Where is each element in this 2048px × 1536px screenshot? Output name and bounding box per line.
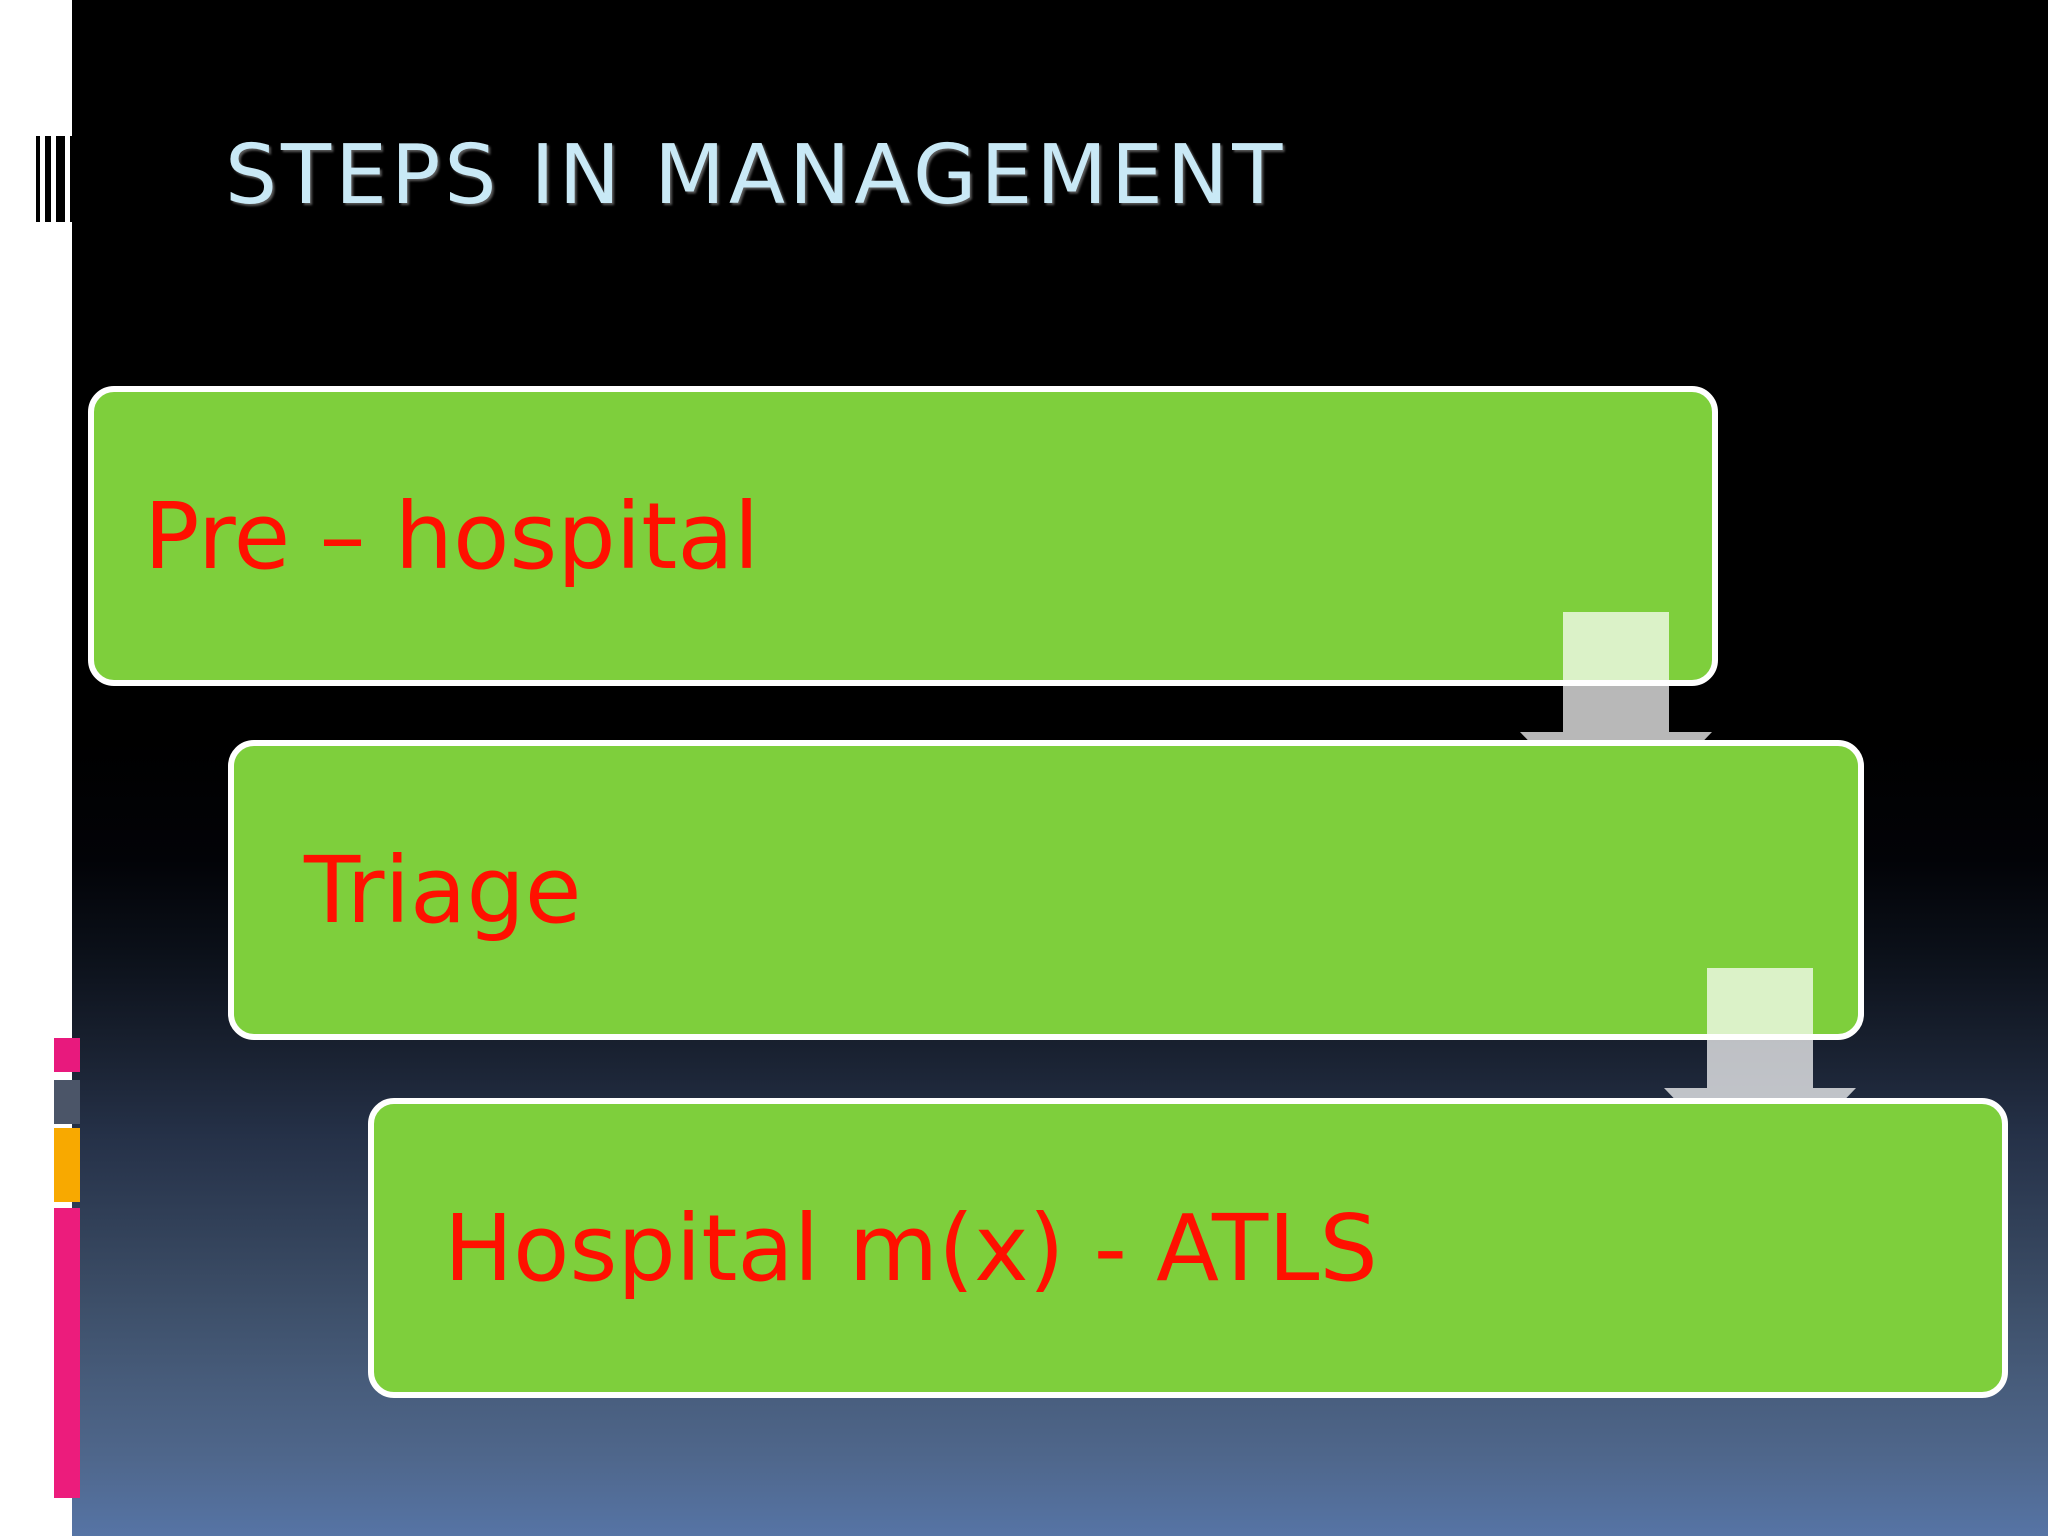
process-step-label-1: Pre – hospital <box>144 482 760 590</box>
left-strip-slate-block <box>54 1080 80 1124</box>
striped-bar-icon-bar-4 <box>69 136 80 222</box>
striped-bar-icon <box>36 136 80 222</box>
process-step-label-2: Triage <box>304 836 582 944</box>
process-step-box-1[interactable]: Pre – hospital <box>88 386 1718 686</box>
slide-title: STEPS IN MANAGEMENT <box>225 128 1287 223</box>
left-strip-pink-long-bar <box>54 1208 80 1498</box>
striped-bar-icon-bar-2 <box>44 136 52 222</box>
striped-bar-icon-bar-1 <box>36 136 40 222</box>
left-strip-pink-small-block <box>54 1038 80 1072</box>
striped-bar-icon-bar-3 <box>56 136 65 222</box>
left-strip-amber-block <box>54 1128 80 1202</box>
process-step-label-3: Hospital m(x) - ATLS <box>444 1194 1378 1302</box>
process-step-box-3[interactable]: Hospital m(x) - ATLS <box>368 1098 2008 1398</box>
process-step-box-2[interactable]: Triage <box>228 740 1864 1040</box>
